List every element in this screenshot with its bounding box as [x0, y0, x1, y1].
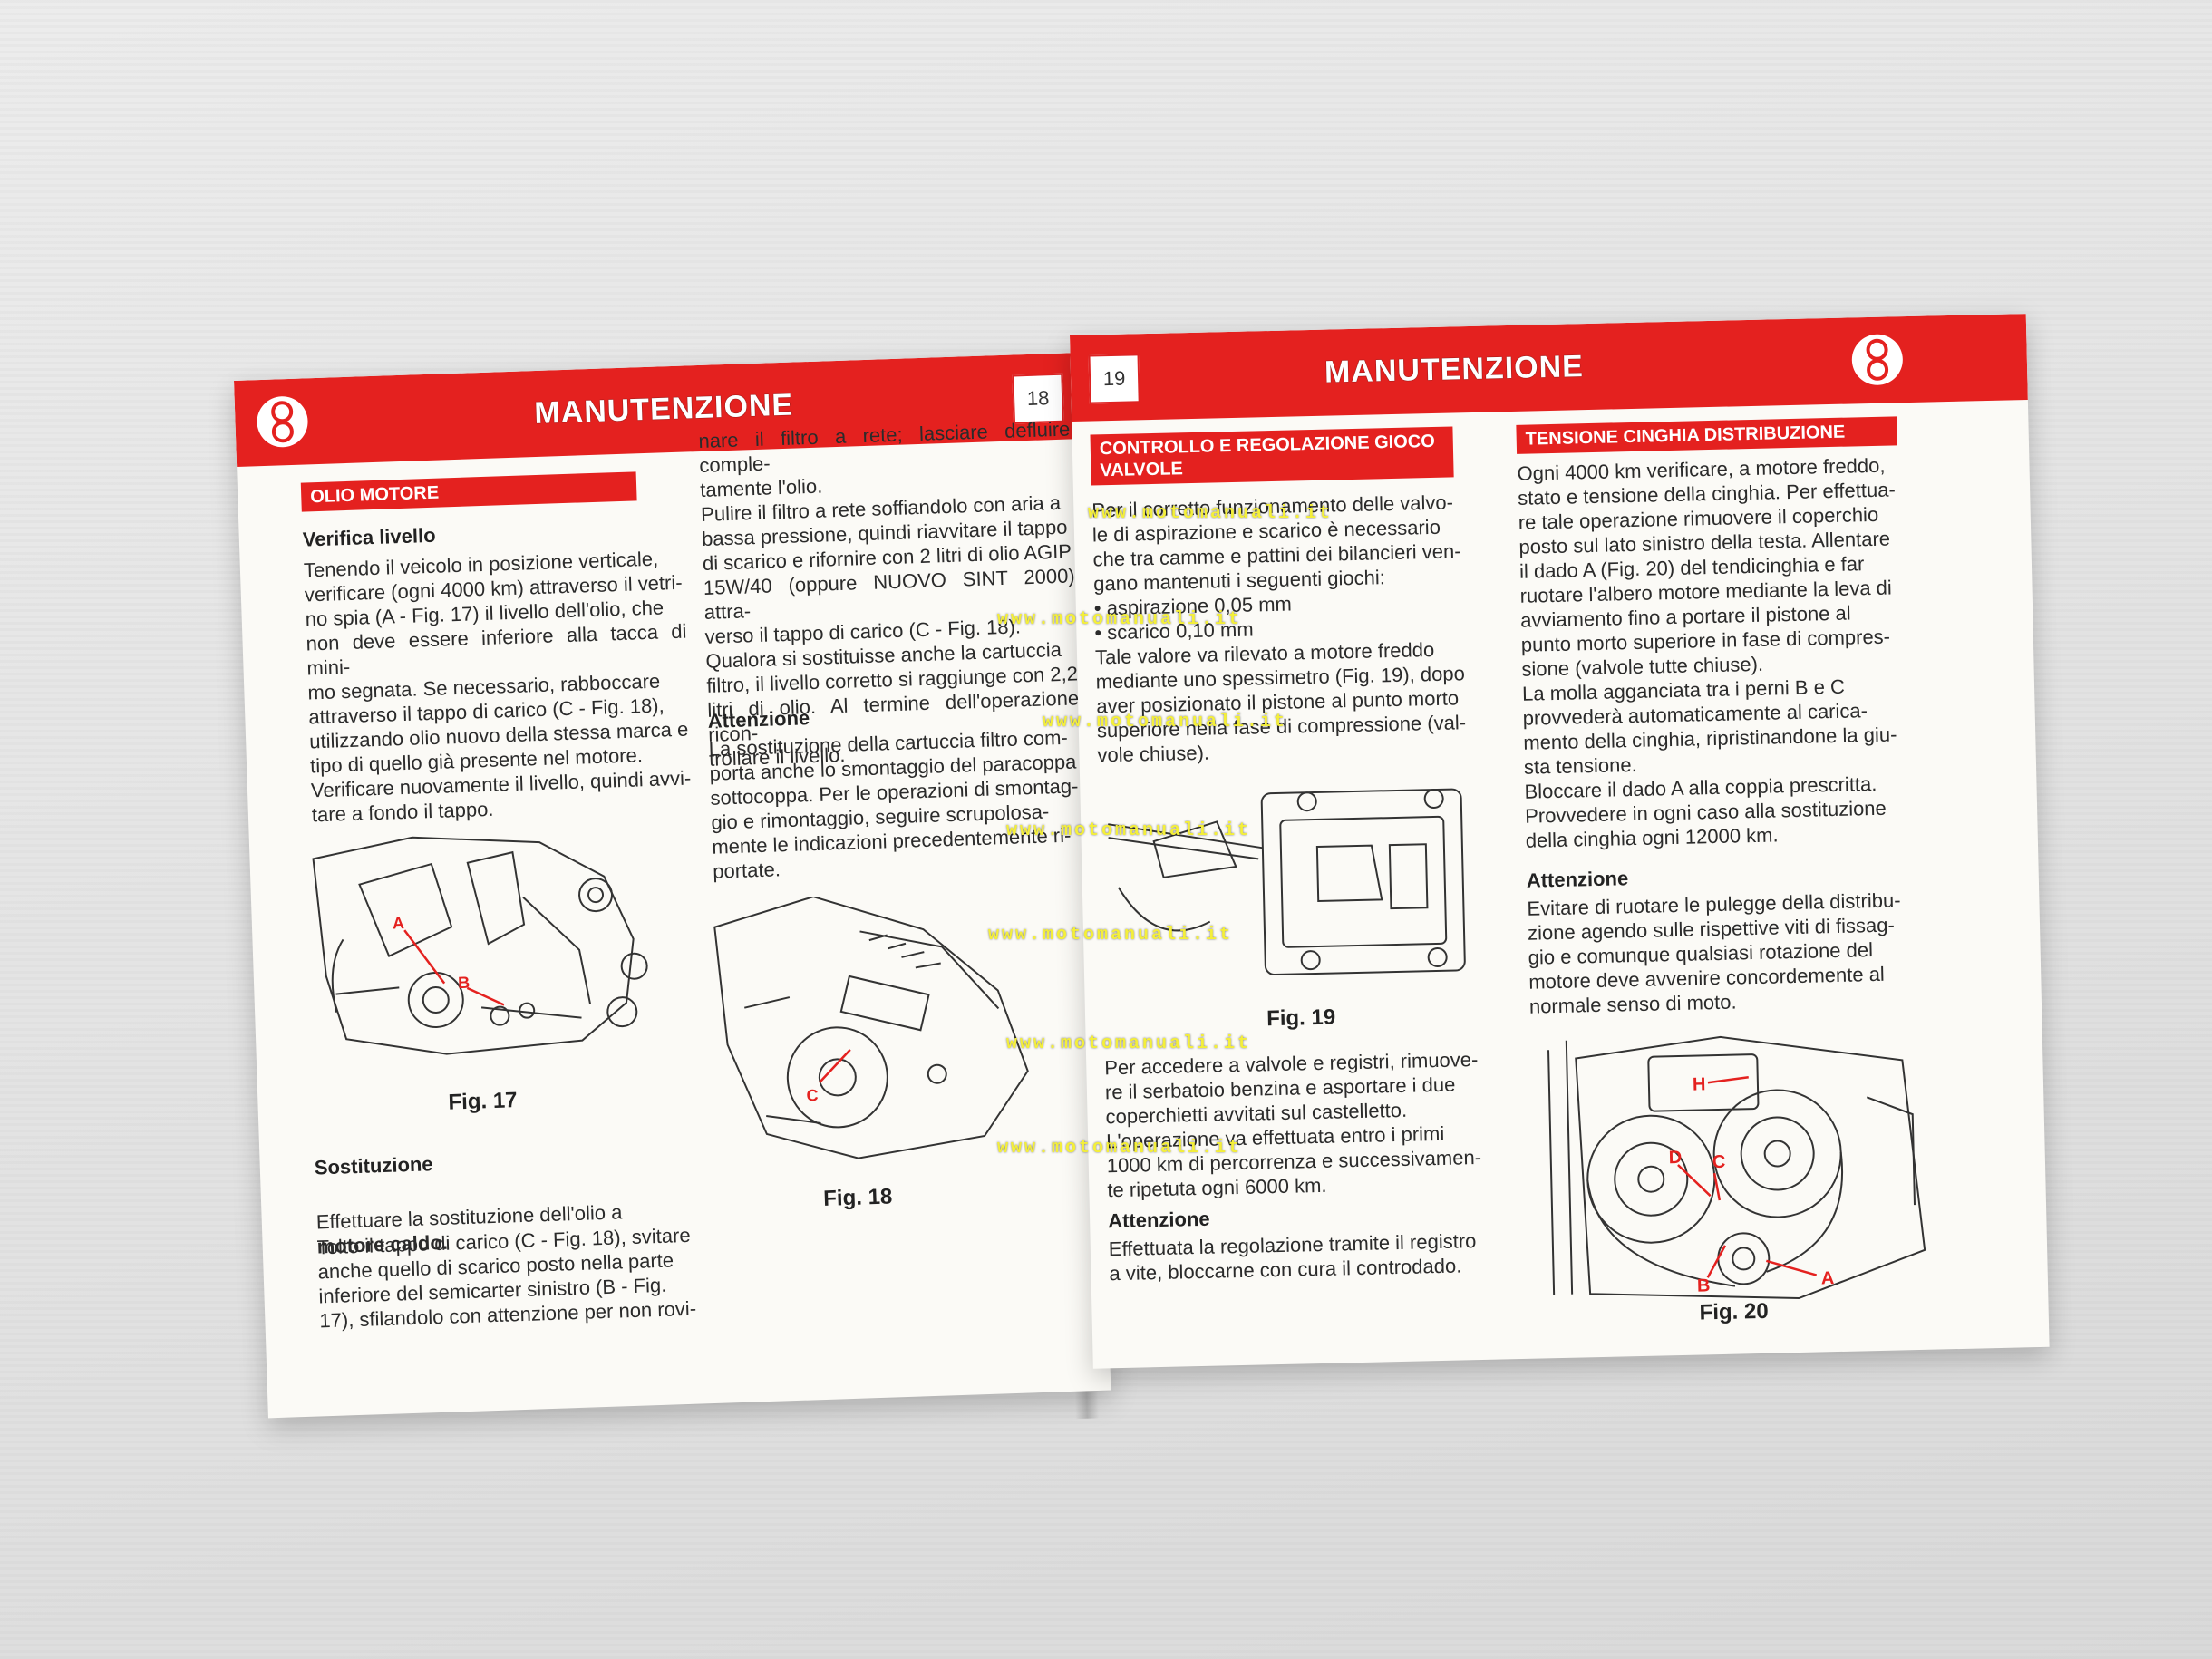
subtitle-replace: Sostituzione	[314, 1152, 433, 1179]
text-verify-level: Tenendo il veicolo in posizione vertical…	[303, 547, 692, 827]
left-page: MANUTENZIONE 18 OLIO MOTORE Verifica liv…	[234, 353, 1111, 1419]
section-title-oil: OLIO MOTORE	[300, 471, 637, 512]
fig17-label-a: A	[393, 914, 405, 932]
figure-18-caption: Fig. 18	[822, 1184, 893, 1211]
text-access-valves: Per accedere a valvole e registri, rimuo…	[1104, 1047, 1482, 1202]
fig20-label-a: A	[1821, 1268, 1835, 1288]
attention-text-left: La sostituzione della cartuccia filtro c…	[708, 725, 1079, 883]
watermark-text: www.motomanuali.it	[997, 1138, 1243, 1159]
watermark-text: www.motomanuali.it	[1006, 1033, 1252, 1054]
fig20-label-d: D	[1669, 1148, 1683, 1168]
text-belt: Ogni 4000 km verificare, a motore freddo…	[1517, 453, 1897, 852]
attention-title-belt: Attenzione	[1526, 867, 1629, 892]
watermark-text: www.motomanuali.it	[1006, 820, 1252, 841]
fig20-label-h: H	[1693, 1074, 1706, 1094]
figure-17-caption: Fig. 17	[448, 1088, 518, 1115]
brand-logo-icon	[1851, 334, 1903, 385]
subtitle-verify-level: Verifica livello	[302, 523, 436, 551]
attention-text-valves: Effettuata la regolazione tramite il reg…	[1108, 1229, 1477, 1285]
page-header-title: MANUTENZIONE	[533, 387, 794, 432]
section-title-belt: TENSIONE CINGHIA DISTRIBUZIONE	[1516, 416, 1897, 454]
fig20-label-c: C	[1712, 1152, 1726, 1172]
fig17-label-b: B	[458, 974, 471, 992]
attention-text-belt: Evitare di ruotare le pulegge della dist…	[1527, 888, 1901, 1018]
figure-17-engine-drawing: A B	[303, 819, 692, 1068]
text-replace-body: Tolto il tappo di carico (C - Fig. 18), …	[316, 1223, 697, 1333]
section-title-valves: CONTROLLO E REGOLAZIONE GIOCO VALVOLE	[1090, 426, 1454, 486]
watermark-text: www.motomanuali.it	[997, 609, 1243, 630]
page-number: 19	[1088, 354, 1140, 404]
attention-title-left: Attenzione	[707, 706, 810, 732]
right-page: 19 MANUTENZIONE CONTROLLO E REGOLAZIONE …	[1070, 314, 2050, 1369]
watermark-text: www.motomanuali.it	[988, 925, 1234, 946]
page-header-title: MANUTENZIONE	[1324, 349, 1585, 390]
left-header-banner: MANUTENZIONE 18	[234, 353, 1080, 467]
figure-20-timing-belt-drawing: H D C B A	[1520, 1023, 1945, 1314]
figure-20-caption: Fig. 20	[1699, 1298, 1769, 1325]
watermark-text: www.motomanuali.it	[1088, 503, 1334, 524]
figure-19-valve-drawing	[1097, 761, 1493, 997]
right-header-banner: 19 MANUTENZIONE	[1070, 314, 2028, 422]
attention-title-valves: Attenzione	[1107, 1207, 1210, 1233]
watermark-text: www.motomanuali.it	[1043, 712, 1288, 732]
fig20-label-b: B	[1697, 1276, 1711, 1295]
brand-logo-icon	[257, 396, 308, 448]
fig18-label-c: C	[806, 1086, 819, 1104]
figure-19-caption: Fig. 19	[1266, 1004, 1336, 1032]
figure-18-engine-drawing: C	[704, 888, 1095, 1172]
